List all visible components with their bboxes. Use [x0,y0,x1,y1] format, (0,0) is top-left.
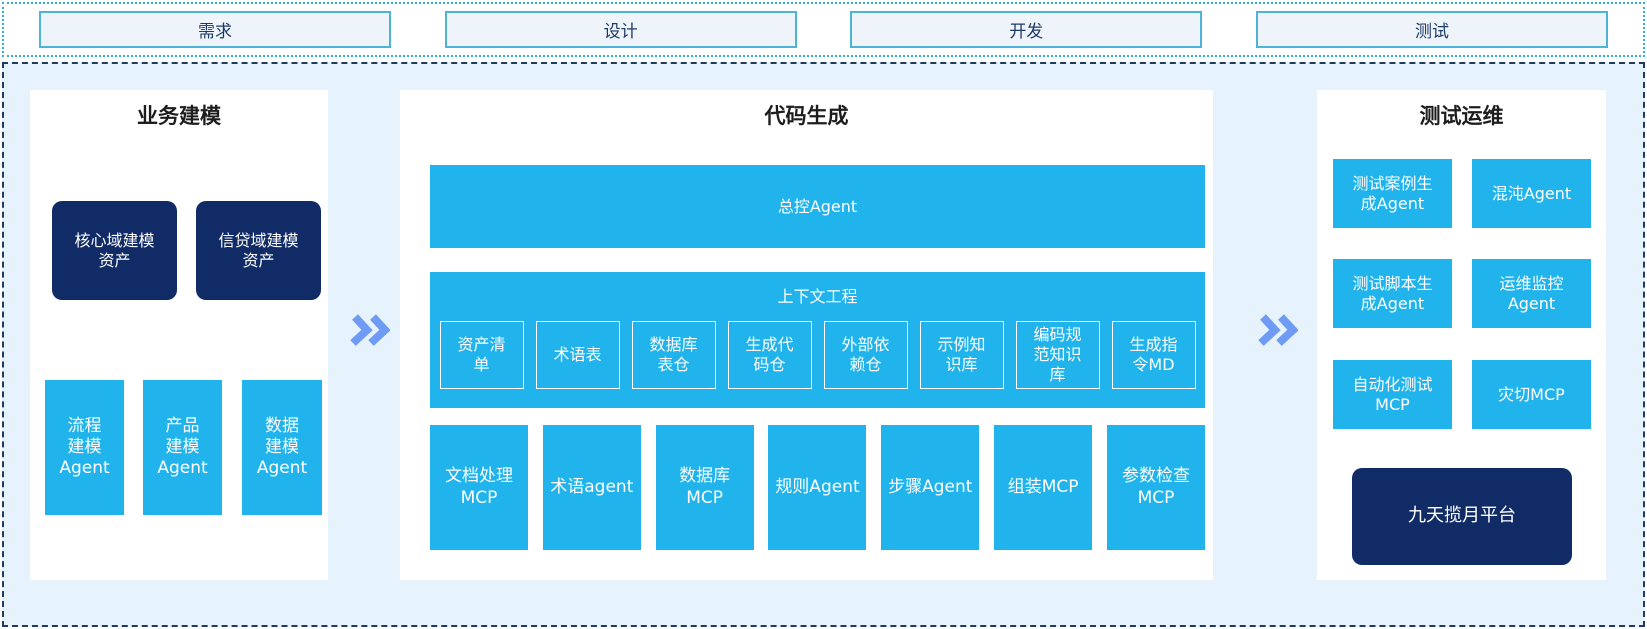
box-process-modeling-agent: 流程 建模 Agent [45,380,124,515]
panel-title-code-generation: 代码生成 [764,104,849,128]
double-chevron-right-icon [350,314,390,346]
box-example-knowledge-base: 示例知 识库 [919,321,1004,389]
stage-requirements: 需求 [39,11,391,48]
box-terminology-agent: 术语agent [542,425,641,550]
box-assembly-mcp: 组装MCP [994,425,1093,550]
double-chevron-right-icon [1258,314,1298,346]
context-engineering-title: 上下文工程 [777,287,858,306]
box-data-modeling-agent: 数据 建模 Agent [242,380,322,515]
box-core-domain-modeling-assets: 核心域建模 资产 [52,201,177,300]
box-step-agent: 步骤Agent [881,425,980,550]
workflow-band: 需求 设计 开发 测试 [2,2,1645,57]
box-generation-instruction-md: 生成指 令MD [1111,321,1196,389]
box-document-processing-mcp: 文档处理 MCP [430,425,528,550]
box-jiutian-lanyue-platform: 九天揽月平台 [1352,468,1572,565]
box-ops-monitoring-agent: 运维监控 Agent [1472,259,1591,328]
box-test-script-generation-agent: 测试脚本生 成Agent [1333,259,1452,328]
stage-development: 开发 [850,11,1203,48]
box-parameter-check-mcp: 参数检查 MCP [1106,425,1205,550]
box-automated-testing-mcp: 自动化测试 MCP [1333,360,1452,429]
box-master-control-agent: 总控Agent [430,165,1205,248]
box-disaster-switch-mcp: 灾切MCP [1472,360,1591,429]
box-chaos-agent: 混沌Agent [1472,159,1591,228]
box-credit-domain-modeling-assets: 信贷域建模 资产 [196,201,321,300]
box-generated-code-repo: 生成代 码仓 [727,321,812,389]
panel-business-modeling: 业务建模 核心域建模 资产 信贷域建模 资产 流程 建模 Agent 产品 建模… [30,90,328,580]
box-glossary: 术语表 [535,321,620,389]
box-external-dependency-repo: 外部依 赖仓 [823,321,908,389]
box-database-table-repo: 数据库 表仓 [631,321,716,389]
tool-row: 文档处理 MCP 术语agent 数据库 MCP 规则Agent 步骤Agent… [430,425,1205,550]
box-coding-standard-knowledge-base: 编码规 范知识 库 [1015,321,1100,389]
panel-test-ops: 测试运维 测试案例生 成Agent 混沌Agent 测试脚本生 成Agent 运… [1317,90,1606,580]
box-asset-inventory: 资产清 单 [439,321,524,389]
box-database-mcp: 数据库 MCP [655,425,754,550]
context-engineering-group: 上下文工程 资产清 单 术语表 数据库 表仓 生成代 码仓 外部依 赖仓 示例知… [430,272,1205,408]
panel-title-business-modeling: 业务建模 [137,104,221,128]
stage-design: 设计 [444,11,797,48]
box-product-modeling-agent: 产品 建模 Agent [143,380,222,515]
panel-title-test-ops: 测试运维 [1419,104,1504,128]
context-engineering-items: 资产清 单 术语表 数据库 表仓 生成代 码仓 外部依 赖仓 示例知 识库 编码… [430,321,1205,389]
panel-code-generation: 代码生成 总控Agent 上下文工程 资产清 单 术语表 数据库 表仓 生成代 … [400,90,1213,580]
box-rule-agent: 规则Agent [768,425,867,550]
stage-testing: 测试 [1255,11,1608,48]
box-test-case-generation-agent: 测试案例生 成Agent [1333,159,1452,228]
